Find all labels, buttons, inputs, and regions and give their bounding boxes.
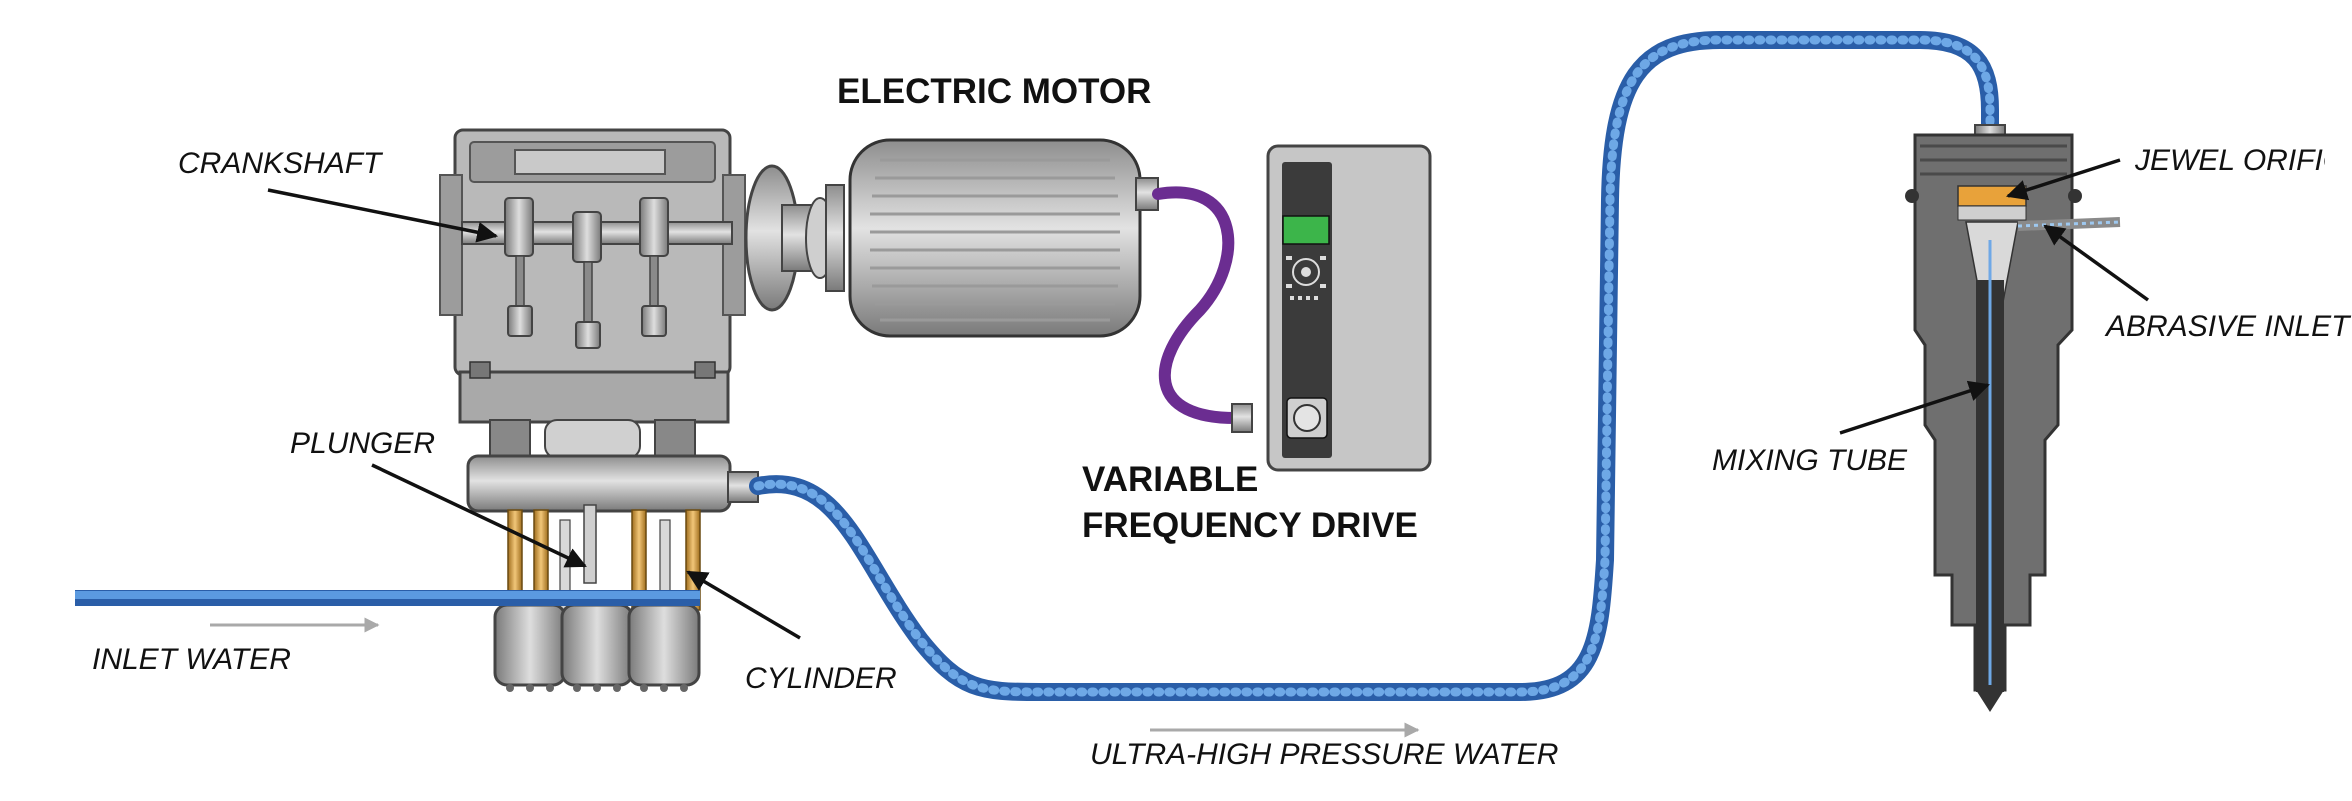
plunger-label: PLUNGER — [290, 427, 436, 460]
cutting-head — [1905, 124, 2121, 712]
vfd-label-line1: VARIABLE — [1082, 460, 1259, 499]
crankshaft-label: CRANKSHAFT — [178, 147, 382, 180]
callout-arrows — [267, 158, 2150, 640]
inlet-water-label: INLET WATER — [92, 643, 291, 676]
drive-cable — [1152, 186, 1246, 425]
crankshaft — [461, 197, 733, 263]
variable-frequency-drive — [1266, 144, 1432, 472]
crankshaft-pointer — [267, 188, 499, 243]
mixing-tube-pointer — [1839, 380, 1990, 435]
vfd-label-line2: FREQUENCY DRIVE — [1082, 506, 1418, 545]
high-pressure-water-line — [749, 31, 1999, 701]
mixing-tube-label: MIXING TUBE — [1712, 444, 1908, 477]
coupling — [744, 164, 845, 312]
cylinder-label: CYLINDER — [745, 662, 897, 695]
uhp-water-label: ULTRA-HIGH PRESSURE WATER — [1090, 738, 1559, 771]
jewel-orifice-pointer — [2006, 158, 2121, 201]
plunger — [583, 504, 597, 584]
electric-motor-label: ELECTRIC MOTOR — [837, 72, 1152, 111]
abrasive-inlet-pointer — [2043, 224, 2150, 302]
electric-motor — [848, 138, 1159, 338]
jewel-orifice-label: JEWEL ORIFICE — [2135, 144, 2325, 177]
inlet-water-line — [75, 590, 700, 606]
jewel-orifice — [1957, 185, 2027, 207]
cylinder-pointer — [686, 570, 801, 640]
plunger-pointer — [371, 463, 587, 568]
abrasive-inlet-label: ABRASIVE INLET — [2106, 310, 2350, 343]
pump-assembly — [439, 128, 759, 692]
